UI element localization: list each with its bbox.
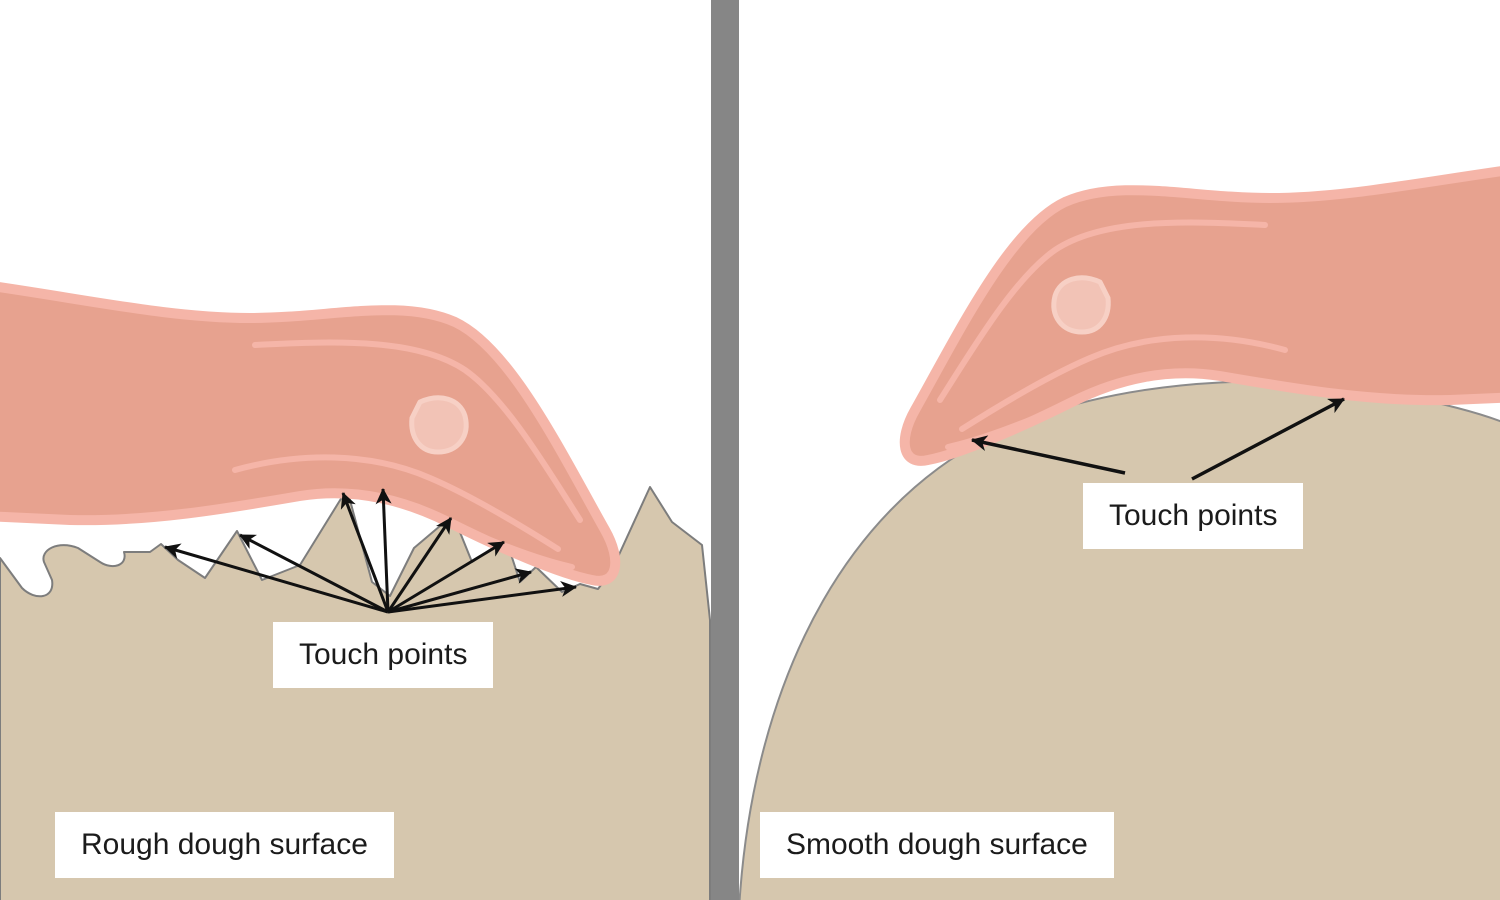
touch-arrow (1191, 397, 1345, 481)
hand-right (899, 166, 1500, 466)
touch-arrows-left (164, 488, 577, 614)
rough-surface-caption: Rough dough surface (55, 812, 394, 878)
hand-left-finger-line-1 (252, 339, 583, 523)
touch-arrow (164, 543, 389, 614)
touch-arrow (239, 533, 389, 614)
hand-left-silhouette (0, 282, 621, 586)
hand-right-silhouette (899, 166, 1500, 466)
touch-arrows-right (971, 397, 1345, 481)
hand-right-thumbnail (1051, 275, 1111, 335)
hand-left (0, 282, 621, 586)
rough-dough-panel (0, 282, 711, 900)
touch-points-label-right: Touch points (1083, 483, 1304, 549)
touch-arrow (375, 488, 392, 613)
hand-right-finger-line-2 (959, 334, 1288, 432)
hand-left-finger-line-2 (232, 454, 561, 552)
touch-points-label-left: Touch points (273, 622, 494, 688)
touch-arrow (971, 435, 1126, 475)
touch-arrow (386, 517, 453, 613)
touch-arrow (340, 492, 390, 613)
touch-arrow (387, 581, 577, 614)
hand-right-finger-line-1 (937, 219, 1268, 403)
smooth-surface-caption: Smooth dough surface (760, 812, 1114, 878)
touch-arrow (387, 568, 532, 614)
hand-left-thumbnail (409, 395, 469, 455)
hand-left-finger-line-3 (467, 529, 575, 570)
panel-divider (711, 0, 739, 900)
smooth-dough-panel (738, 166, 1500, 900)
hand-right-finger-line-3 (945, 409, 1053, 450)
touch-arrow (387, 540, 505, 614)
